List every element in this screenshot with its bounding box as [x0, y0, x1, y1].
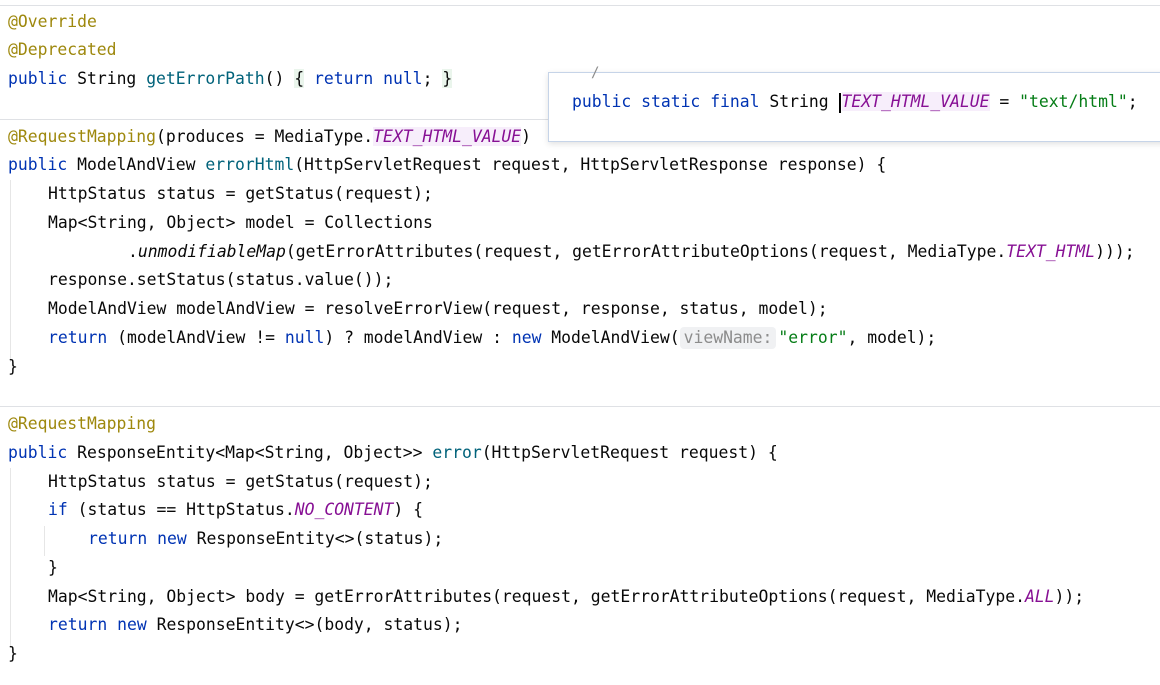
- constant-hovered[interactable]: TEXT_HTML_VALUE: [373, 127, 522, 146]
- code-line[interactable]: HttpStatus status = getStatus(request);: [48, 472, 433, 491]
- semicolon: ;: [422, 69, 433, 88]
- code-line[interactable]: HttpStatus status = getStatus(request);: [48, 184, 433, 203]
- code-text: (status == HttpStatus.: [67, 500, 295, 519]
- code-text: ) ? modelAndView :: [324, 328, 512, 347]
- code-line[interactable]: return new ResponseEntity<>(body, status…: [48, 612, 462, 638]
- keyword-return: return: [313, 69, 374, 88]
- code-text: (HttpServletRequest request) {: [481, 443, 778, 462]
- dot: .: [128, 242, 138, 261]
- method-name: error: [432, 443, 482, 462]
- type: String: [77, 69, 137, 88]
- constant: ALL: [1024, 587, 1055, 606]
- type: String: [769, 92, 829, 111]
- keyword-new: new: [511, 328, 542, 347]
- keyword-new: new: [117, 615, 147, 634]
- keyword: public: [8, 155, 68, 174]
- code-text: ));: [1054, 587, 1085, 606]
- code-line[interactable]: }: [48, 558, 58, 577]
- quick-definition-popup[interactable]: / public static final String TEXT_HTML_V…: [548, 65, 1160, 142]
- code-line-close-brace[interactable]: }: [8, 357, 18, 376]
- method-separator: [0, 5, 1160, 6]
- indent-guide: [10, 180, 11, 362]
- code-line[interactable]: if (status == HttpStatus.NO_CONTENT) {: [48, 497, 423, 523]
- keyword-return: return: [48, 328, 108, 347]
- popup-fragment: /: [591, 65, 600, 81]
- keyword-static: static: [641, 92, 701, 111]
- constant-name: TEXT_HTML_VALUE: [841, 92, 990, 111]
- keyword: public: [8, 443, 68, 462]
- keyword-null: null: [284, 328, 325, 347]
- code-text: ) {: [393, 500, 424, 519]
- parens: (): [264, 69, 285, 88]
- code-text: ResponseEntity<>(body, status);: [146, 615, 463, 634]
- code-line[interactable]: Map<String, Object> model = Collections: [48, 213, 433, 232]
- indent-guide: [10, 468, 11, 648]
- code-line-error-html-signature[interactable]: public ModelAndView errorHtml(HttpServle…: [8, 152, 886, 178]
- string-literal: "text/html": [1019, 92, 1128, 111]
- code-text: , model);: [847, 328, 937, 347]
- keyword: public: [8, 69, 68, 88]
- equals: =: [999, 92, 1010, 111]
- parameter-hint: viewName:: [679, 327, 777, 349]
- keyword-public: public: [572, 92, 632, 111]
- keyword-new: new: [157, 529, 187, 548]
- code-text: (modelAndView !=: [107, 328, 285, 347]
- code-text: ): [521, 127, 532, 146]
- code-line-override[interactable]: @Override: [8, 12, 97, 31]
- annotation: @RequestMapping: [8, 127, 157, 146]
- method-separator: [0, 119, 548, 120]
- code-line-error-signature[interactable]: public ResponseEntity<Map<String, Object…: [8, 440, 778, 466]
- code-line[interactable]: Map<String, Object> body = getErrorAttri…: [48, 584, 1084, 610]
- method-name: getErrorPath: [146, 69, 265, 88]
- string-literal: "error": [778, 328, 848, 347]
- text-caret: [838, 92, 841, 113]
- constant: NO_CONTENT: [294, 500, 394, 519]
- code-line[interactable]: ModelAndView modelAndView = resolveError…: [48, 299, 828, 318]
- keyword-return: return: [88, 529, 148, 548]
- code-text: Map<String, Object> body = getErrorAttri…: [48, 587, 1025, 606]
- code-line-request-mapping-html[interactable]: @RequestMapping(produces = MediaType.TEX…: [8, 124, 531, 150]
- code-line[interactable]: return (modelAndView != null) ? modelAnd…: [48, 325, 936, 351]
- code-line-request-mapping[interactable]: @RequestMapping: [8, 414, 157, 433]
- folded-brace-close[interactable]: }: [442, 69, 453, 88]
- code-text: (getErrorAttributes(request, getErrorAtt…: [285, 242, 1007, 261]
- code-text: (produces = MediaType.: [156, 127, 374, 146]
- code-line-close-brace[interactable]: }: [8, 644, 18, 663]
- code-text: ResponseEntity<Map<String, Object>>: [67, 443, 433, 462]
- method-name: errorHtml: [205, 155, 295, 174]
- code-text: ResponseEntity<>(status);: [186, 529, 444, 548]
- popup-code-line[interactable]: public static final String TEXT_HTML_VAL…: [572, 89, 1138, 115]
- code-line-deprecated[interactable]: @Deprecated: [8, 40, 117, 59]
- code-text: )));: [1095, 242, 1135, 261]
- code-text: ModelAndView: [67, 155, 206, 174]
- semicolon: ;: [1127, 92, 1138, 111]
- static-method: unmodifiableMap: [137, 242, 286, 261]
- code-line[interactable]: response.setStatus(status.value());: [48, 270, 394, 289]
- code-text: ModelAndView(: [541, 328, 680, 347]
- code-text: (HttpServletRequest request, HttpServlet…: [294, 155, 887, 174]
- constant: TEXT_HTML: [1006, 242, 1096, 261]
- code-line[interactable]: return new ResponseEntity<>(status);: [88, 526, 443, 552]
- code-line-get-error-path[interactable]: public String getErrorPath() { return nu…: [8, 66, 453, 92]
- keyword-return: return: [48, 615, 108, 634]
- keyword-if: if: [48, 500, 68, 519]
- method-separator: [0, 406, 1160, 407]
- keyword-null: null: [383, 69, 423, 88]
- indent-guide: [44, 526, 45, 556]
- keyword-final: final: [710, 92, 760, 111]
- folded-brace-open[interactable]: {: [294, 69, 305, 88]
- code-line[interactable]: .unmodifiableMap(getErrorAttributes(requ…: [128, 239, 1135, 265]
